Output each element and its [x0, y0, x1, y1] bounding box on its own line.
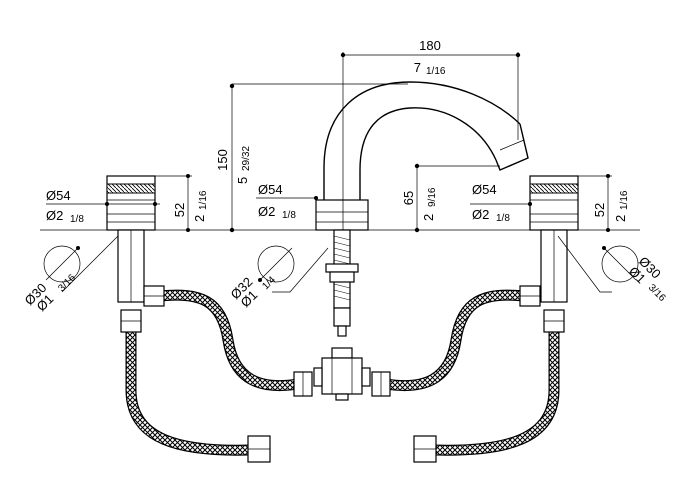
- right-cold-hose: [380, 289, 530, 392]
- right-handle-dia-mm: Ø54: [472, 182, 497, 197]
- tee-connector: [313, 347, 371, 401]
- spout-reach-mm: 180: [419, 38, 441, 53]
- left-hot-hose: [154, 289, 304, 392]
- spout-base-dia-in-frac: 1/8: [282, 210, 296, 221]
- hose-fittings: [120, 285, 565, 463]
- right-supply-hose: [428, 326, 560, 456]
- right-hole-dia-in-frac: 3/16: [646, 282, 668, 304]
- left-handle-dia-mm: Ø54: [46, 188, 71, 203]
- left-handle-height-mm: 52: [172, 203, 187, 217]
- left-handle-dia-in-whole: Ø2: [46, 208, 63, 223]
- spout-height-dimension: 150 5 29/32: [215, 83, 408, 233]
- left-handle-dia-in-frac: 1/8: [70, 214, 84, 225]
- left-supply-hose: [125, 326, 256, 456]
- right-handle-dia-in-whole: Ø2: [472, 207, 489, 222]
- right-handle-diameter-dimension: Ø54 Ø2 1/8: [470, 182, 532, 224]
- left-hole-dia-in-frac: 3/16: [56, 272, 78, 294]
- center-hole-diameter-callout: Ø32 Ø1 1/4: [228, 245, 329, 310]
- right-handle: [529, 175, 579, 303]
- left-hole-diameter-callout: Ø30 Ø1 3/16: [22, 235, 119, 314]
- spout-height-mm: 150: [215, 149, 230, 171]
- right-handle-dia-in-frac: 1/8: [496, 213, 510, 224]
- left-handle-height-in-frac: 1/16: [198, 190, 209, 210]
- right-handle-height-mm: 52: [592, 203, 607, 217]
- spout-base-dia-in-whole: Ø2: [258, 204, 275, 219]
- spout-reach-in-frac: 1/16: [426, 66, 446, 77]
- outlet-height-in-whole: 2: [421, 214, 436, 221]
- spout-base-collar: [315, 199, 369, 231]
- right-hole-diameter-callout: Ø30 Ø1 3/16: [557, 235, 668, 304]
- outlet-height-in-frac: 9/16: [427, 187, 438, 207]
- left-handle-height-in-whole: 2: [192, 215, 207, 222]
- left-handle-diameter-dimension: Ø54 Ø2 1/8: [46, 188, 160, 225]
- spout-base-dia-mm: Ø54: [258, 182, 283, 197]
- spout-height-in-frac: 29/32: [241, 146, 252, 171]
- right-handle-height-dimension: 52 2 1/16: [578, 174, 630, 232]
- spout-height-in-whole: 5: [235, 177, 250, 184]
- spout: [315, 81, 529, 231]
- left-handle-height-dimension: 52 2 1/16: [155, 174, 209, 232]
- spout-base-diameter-dimension: Ø54 Ø2 1/8: [256, 182, 318, 221]
- outlet-height-dimension: 65 2 9/16: [401, 163, 500, 233]
- spout-shank: [325, 229, 359, 337]
- right-handle-height-in-whole: 2: [613, 215, 628, 222]
- left-handle: [106, 175, 156, 303]
- outlet-height-mm: 65: [401, 191, 416, 205]
- right-handle-height-in-frac: 1/16: [619, 190, 630, 210]
- spout-reach-in-whole: 7: [414, 60, 421, 75]
- spout-reach-dimension: 180 7 1/16: [340, 38, 521, 230]
